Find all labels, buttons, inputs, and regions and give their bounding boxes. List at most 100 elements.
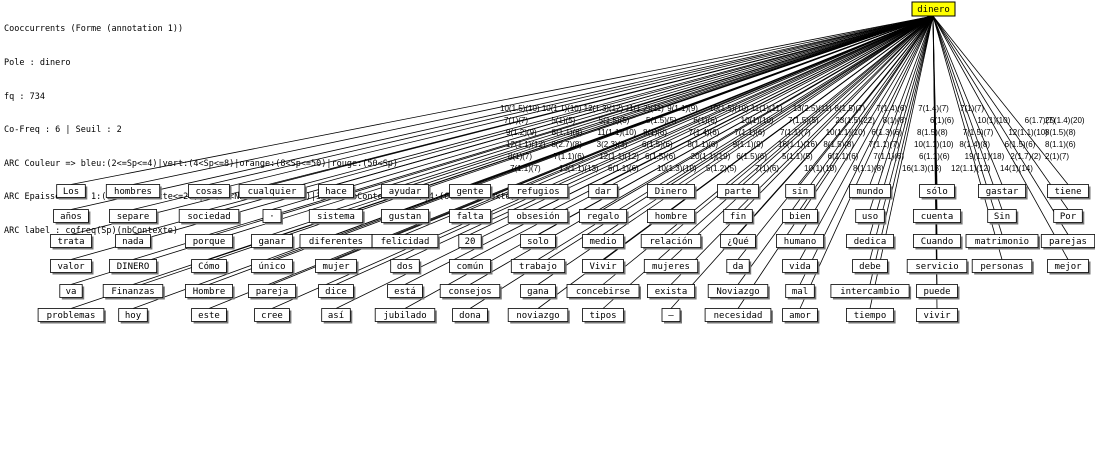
word-node-box[interactable] [449, 209, 491, 223]
word-node[interactable]: gana [520, 284, 558, 300]
word-node-box[interactable] [647, 284, 696, 298]
word-node-box[interactable] [37, 308, 105, 322]
word-node[interactable]: gastar [978, 184, 1028, 200]
word-node-box[interactable] [507, 209, 569, 223]
word-node[interactable]: dice [318, 284, 356, 300]
word-node[interactable]: este [191, 308, 229, 324]
word-node[interactable]: tipos [582, 308, 626, 324]
word-node-box[interactable] [782, 209, 818, 223]
word-node[interactable]: Noviazgo [707, 284, 770, 300]
word-node[interactable]: DINERO [109, 259, 159, 275]
word-node-box[interactable] [254, 308, 290, 322]
word-node[interactable]: necesidad [704, 308, 773, 324]
word-node[interactable]: cualquier [238, 184, 307, 200]
word-node-box[interactable] [318, 184, 354, 198]
word-node-box[interactable] [978, 184, 1027, 198]
word-node[interactable]: mujer [315, 259, 359, 275]
word-node-box[interactable] [647, 209, 696, 223]
word-node[interactable]: amor [782, 308, 820, 324]
word-node-box[interactable] [566, 284, 640, 298]
word-node-box[interactable] [640, 234, 702, 248]
pole-box[interactable] [911, 1, 956, 17]
word-node[interactable]: parte [717, 184, 761, 200]
word-node-box[interactable] [1047, 259, 1089, 273]
word-node-box[interactable] [507, 184, 569, 198]
word-node[interactable]: dar [588, 184, 620, 200]
word-node-box[interactable] [507, 308, 569, 322]
word-node[interactable]: tiene [1047, 184, 1091, 200]
word-node[interactable]: jubilado [374, 308, 437, 324]
word-node[interactable]: 20 [458, 234, 484, 250]
word-node-box[interactable] [321, 308, 351, 322]
word-node-box[interactable] [582, 308, 624, 322]
word-node-box[interactable] [184, 234, 233, 248]
pole-node[interactable]: dinero [911, 1, 956, 17]
word-node-box[interactable] [661, 308, 681, 322]
word-node[interactable]: Dinero [647, 184, 697, 200]
word-node[interactable]: felicidad [371, 234, 440, 250]
word-node-box[interactable] [458, 234, 482, 248]
word-node[interactable]: relación [640, 234, 703, 250]
word-node-box[interactable] [452, 308, 488, 322]
word-node[interactable]: vivir [916, 308, 960, 324]
word-node[interactable]: años [53, 209, 91, 225]
word-node-box[interactable] [184, 284, 233, 298]
word-node[interactable]: – [661, 308, 682, 324]
word-node-box[interactable] [720, 234, 756, 248]
word-node-box[interactable] [50, 234, 92, 248]
word-node-box[interactable] [188, 184, 230, 198]
word-node-box[interactable] [723, 209, 753, 223]
word-node-box[interactable] [916, 284, 958, 298]
word-node-box[interactable] [852, 259, 888, 273]
word-node[interactable]: vida [782, 259, 820, 275]
word-node[interactable]: tiempo [846, 308, 896, 324]
word-node-box[interactable] [582, 259, 624, 273]
word-node[interactable]: exista [647, 284, 697, 300]
word-node-box[interactable] [118, 308, 148, 322]
word-node-box[interactable] [971, 259, 1033, 273]
word-node[interactable]: regalo [579, 209, 629, 225]
word-node-box[interactable] [643, 259, 699, 273]
word-node[interactable]: hombres [105, 184, 162, 200]
word-node-box[interactable] [390, 259, 420, 273]
word-node-box[interactable] [178, 209, 240, 223]
word-node[interactable]: noviazgo [507, 308, 570, 324]
word-node[interactable]: debe [852, 259, 890, 275]
word-node[interactable]: porque [184, 234, 235, 250]
word-node-box[interactable] [439, 284, 501, 298]
word-node[interactable]: gustan [380, 209, 431, 225]
word-node[interactable]: servicio [906, 259, 969, 275]
word-node[interactable]: va [59, 284, 85, 300]
word-node-box[interactable] [318, 284, 354, 298]
word-node[interactable]: intercambio [830, 284, 912, 300]
word-node-box[interactable] [849, 184, 891, 198]
word-node-box[interactable] [56, 184, 86, 198]
word-node-box[interactable] [707, 284, 769, 298]
word-node-box[interactable] [371, 234, 439, 248]
word-node-box[interactable] [109, 259, 158, 273]
word-node-box[interactable] [191, 259, 227, 273]
word-node[interactable]: personas [971, 259, 1034, 275]
word-node[interactable]: cree [254, 308, 292, 324]
word-node[interactable]: mujeres [643, 259, 700, 275]
word-node-box[interactable] [726, 259, 750, 273]
word-node[interactable]: falta [449, 209, 493, 225]
word-node-box[interactable] [1047, 184, 1089, 198]
word-node-box[interactable] [251, 234, 293, 248]
word-node[interactable]: uso [855, 209, 887, 225]
word-node[interactable]: bien [782, 209, 820, 225]
word-node-box[interactable] [582, 234, 624, 248]
word-node[interactable]: sólo [919, 184, 957, 200]
word-node-box[interactable] [579, 209, 628, 223]
word-node[interactable]: cosas [188, 184, 232, 200]
word-node-box[interactable] [919, 184, 955, 198]
word-node-box[interactable] [238, 184, 306, 198]
word-node-box[interactable] [102, 284, 164, 298]
word-node-box[interactable] [647, 184, 696, 198]
word-node[interactable]: Por [1053, 209, 1085, 225]
word-node-box[interactable] [913, 209, 962, 223]
word-node-box[interactable] [916, 308, 958, 322]
word-node[interactable]: refugios [507, 184, 570, 200]
word-node[interactable]: dedica [846, 234, 896, 250]
word-node[interactable]: único [251, 259, 295, 275]
